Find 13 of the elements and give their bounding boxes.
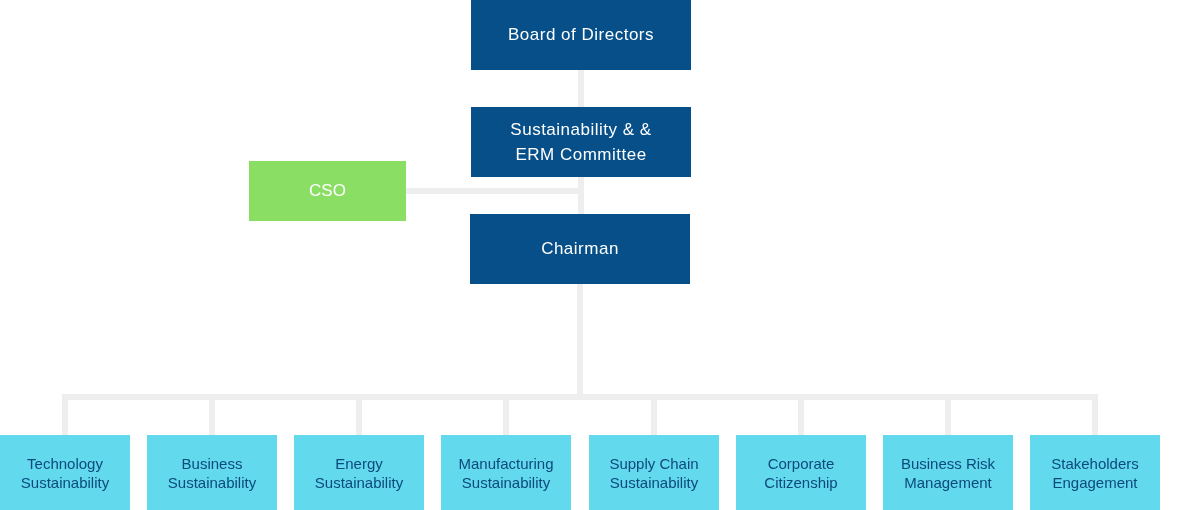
connector-line <box>578 70 584 107</box>
department-box: Corporate Citizenship <box>736 435 866 510</box>
department-box: Technology Sustainability <box>0 435 130 510</box>
department-box: Supply Chain Sustainability <box>589 435 719 510</box>
officer-box: CSO <box>249 161 406 221</box>
org-box: Board of Directors <box>471 0 691 70</box>
department-box: Business Risk Management <box>883 435 1013 510</box>
org-box: Sustainability & & ERM Committee <box>471 107 691 177</box>
org-box: Chairman <box>470 214 690 284</box>
department-box: Stakeholders Engagement <box>1030 435 1160 510</box>
department-box: Manufacturing Sustainability <box>441 435 571 510</box>
department-box: Energy Sustainability <box>294 435 424 510</box>
department-box: Business Sustainability <box>147 435 277 510</box>
